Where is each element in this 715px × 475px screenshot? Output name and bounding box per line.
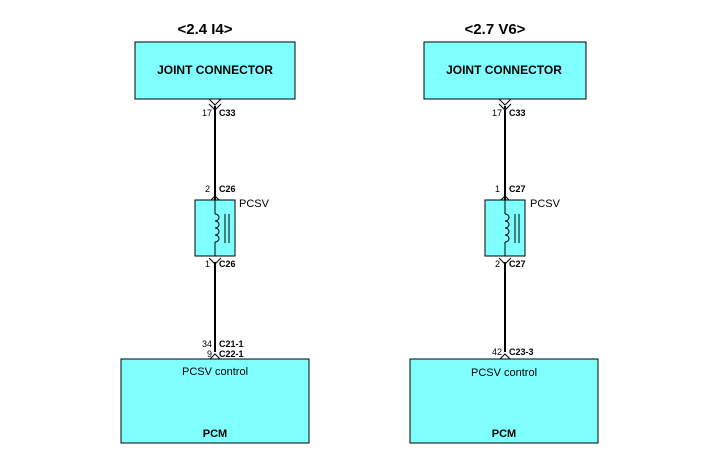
coil-icon	[214, 213, 220, 243]
circuit-2-4-i4: <2.4 I4> JOINT CONNECTOR 17 C33 2 C26 PC…	[120, 21, 310, 444]
pcsv-bottom-connector-id: C26	[219, 259, 236, 269]
pcsv-bottom-pin: 1	[205, 259, 210, 269]
joint-connector-id: C33	[509, 108, 526, 118]
circuit-2-7-v6: <2.7 V6> JOINT CONNECTOR 17 C33 1 C27 PC…	[409, 21, 599, 444]
engine-title: <2.4 I4>	[177, 21, 232, 38]
pcm-function: PCSV control	[182, 366, 248, 378]
pcm-connector-id: C21-1	[219, 339, 244, 349]
pcsv-bottom-pin: 2	[495, 259, 500, 269]
connector-symbol-icon	[498, 353, 512, 361]
pcm-connector-id: C23-3	[509, 347, 534, 357]
pcsv-top-connector-id: C27	[509, 184, 526, 194]
joint-connector-id: C33	[219, 108, 236, 118]
pcm-pin: 9	[207, 349, 212, 359]
pcsv-bottom-connector-id: C27	[509, 259, 526, 269]
connector-symbol-icon	[208, 353, 222, 361]
pcsv-top-pin: 2	[205, 184, 210, 194]
joint-connector-label: JOINT CONNECTOR	[446, 63, 562, 77]
pcm-connector-id: C22-1	[219, 349, 244, 359]
joint-connector-label: JOINT CONNECTOR	[157, 63, 273, 77]
pcm-pin: 34	[202, 339, 212, 349]
pcsv-top-connector-id: C26	[219, 184, 236, 194]
pcsv-solenoid	[194, 199, 236, 257]
connector-symbol-icon	[498, 98, 512, 106]
pcsv-solenoid	[484, 199, 526, 257]
pcm-module: PCSV control PCM	[409, 358, 599, 444]
pcsv-label: PCSV	[239, 198, 270, 210]
pcm-label: PCM	[492, 428, 516, 440]
connector-symbol-icon	[208, 98, 222, 106]
pcm-module: PCSV control PCM	[120, 358, 310, 444]
pcm-pin: 42	[492, 347, 502, 357]
engine-title: <2.7 V6>	[465, 21, 526, 38]
coil-icon	[504, 213, 510, 243]
pcm-function: PCSV control	[471, 367, 537, 379]
joint-pin: 17	[202, 108, 212, 118]
pcsv-top-pin: 1	[495, 184, 500, 194]
joint-connector: JOINT CONNECTOR	[134, 41, 296, 100]
pcm-label: PCM	[203, 428, 227, 440]
joint-connector: JOINT CONNECTOR	[423, 41, 587, 100]
pcsv-label: PCSV	[530, 198, 561, 210]
joint-pin: 17	[492, 108, 502, 118]
